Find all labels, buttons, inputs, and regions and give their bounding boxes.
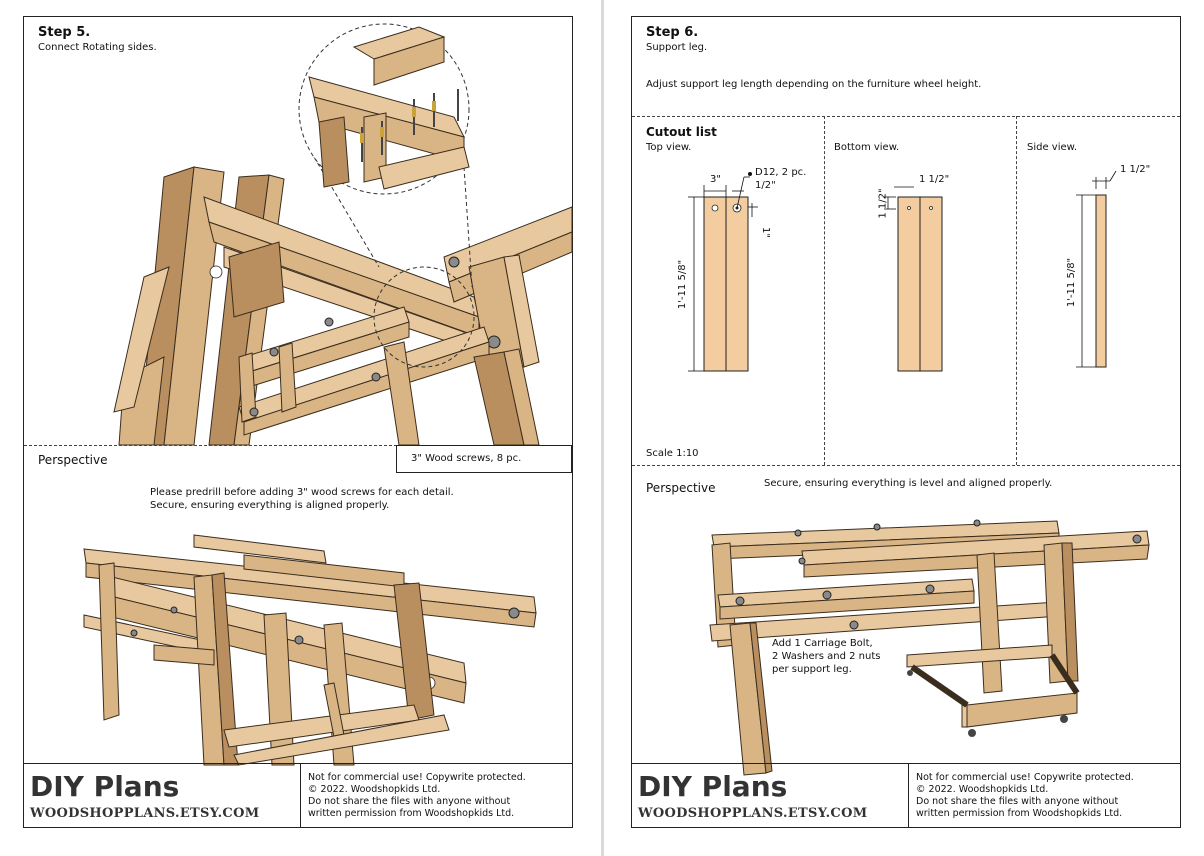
top-view-drawing [688, 172, 758, 372]
bottom-offset-h-dim: 1 1/2" [919, 174, 950, 185]
legal-line: Not for commercial use! Copywrite protec… [916, 772, 1134, 783]
cutout-title: Cutout list [646, 125, 717, 139]
top-length-dim: 1'-11 5/8" [677, 259, 689, 310]
perspective-label: Perspective [646, 481, 716, 495]
legal-line: Not for commercial use! Copywrite protec… [308, 772, 526, 783]
footer-site: WOODSHOPPLANS.ETSY.COM [30, 806, 260, 821]
bottom-view-label: Bottom view. [834, 142, 900, 153]
step5-perspective-illustration [83, 534, 537, 766]
hole-offset-dim: 1/2" [755, 180, 776, 191]
step-note: Adjust support leg length depending on t… [646, 79, 982, 90]
carriage-note-line: Add 1 Carriage Bolt, [772, 638, 873, 649]
bottom-view-drawing [884, 186, 943, 372]
bottom-offset-v-dim: 1 1/2" [877, 188, 889, 219]
footer-separator [908, 764, 909, 828]
footer: DIY Plans WOODSHOPPLANS.ETSY.COM Not for… [24, 763, 572, 828]
perspective-label: Perspective [38, 453, 108, 467]
page-divider [601, 0, 604, 856]
step-title: Step 6. [646, 25, 699, 40]
step6-sheet: Step 6. Support leg. Adjust support leg … [631, 16, 1181, 828]
section-divider [24, 445, 572, 446]
side-length-dim: 1'-11 5/8" [1066, 257, 1078, 308]
footer-brand: DIY Plans [638, 770, 788, 803]
carriage-note: Add 1 Carriage Bolt, 2 Washers and 2 nut… [772, 637, 880, 676]
perspective-note: Secure, ensuring everything is level and… [764, 478, 1053, 489]
top-inset-dim: 1" [759, 227, 771, 238]
legal-line: written permission from Woodshopkids Ltd… [916, 808, 1123, 819]
side-thickness-dim: 1 1/2" [1120, 164, 1151, 175]
hole-spec-dim: D12, 2 pc. [755, 167, 807, 178]
instruction-line: Secure, ensuring everything is aligned p… [150, 500, 390, 511]
step-subtitle: Support leg. [646, 42, 708, 53]
instructions: Please predrill before adding 3" wood sc… [150, 486, 454, 512]
step5-assembly-illustration [113, 23, 573, 446]
cutout-divider-bottom [632, 465, 1180, 466]
view-divider-2 [1016, 116, 1017, 465]
carriage-note-line: 2 Washers and 2 nuts [772, 651, 881, 662]
side-view-label: Side view. [1027, 142, 1078, 153]
step6-perspective-illustration [709, 519, 1150, 776]
step-subtitle: Connect Rotating sides. [38, 42, 157, 53]
footer-brand: DIY Plans [30, 770, 180, 803]
footer: DIY Plans WOODSHOPPLANS.ETSY.COM Not for… [632, 763, 1180, 828]
legal-line: Do not share the files with anyone witho… [916, 796, 1119, 807]
side-view-drawing [1076, 170, 1117, 368]
top-width-dim: 3" [710, 174, 721, 185]
instruction-line: Please predrill before adding 3" wood sc… [150, 487, 454, 498]
left-page: Step 5. Connect Rotating sides. [0, 0, 601, 856]
legal-line: Do not share the files with anyone witho… [308, 796, 511, 807]
top-view-label: Top view. [646, 142, 692, 153]
legal-line: © 2022. Woodshopkids Ltd. [916, 784, 1049, 795]
screw-callout: 3" Wood screws, 8 pc. [396, 445, 572, 473]
cutout-divider-top [632, 116, 1180, 117]
scale-label: Scale 1:10 [646, 448, 699, 459]
legal-line: © 2022. Woodshopkids Ltd. [308, 784, 441, 795]
carriage-note-line: per support leg. [772, 664, 852, 675]
screw-callout-text: 3" Wood screws, 8 pc. [411, 453, 522, 464]
legal-line: written permission from Woodshopkids Ltd… [308, 808, 515, 819]
footer-legal: Not for commercial use! Copywrite protec… [308, 772, 526, 820]
footer-separator [300, 764, 301, 828]
footer-legal: Not for commercial use! Copywrite protec… [916, 772, 1134, 820]
view-divider-1 [824, 116, 825, 465]
step5-sheet: Step 5. Connect Rotating sides. [23, 16, 573, 828]
step-title: Step 5. [38, 25, 91, 40]
footer-site: WOODSHOPPLANS.ETSY.COM [638, 806, 868, 821]
right-page: Step 6. Support leg. Adjust support leg … [604, 0, 1204, 856]
